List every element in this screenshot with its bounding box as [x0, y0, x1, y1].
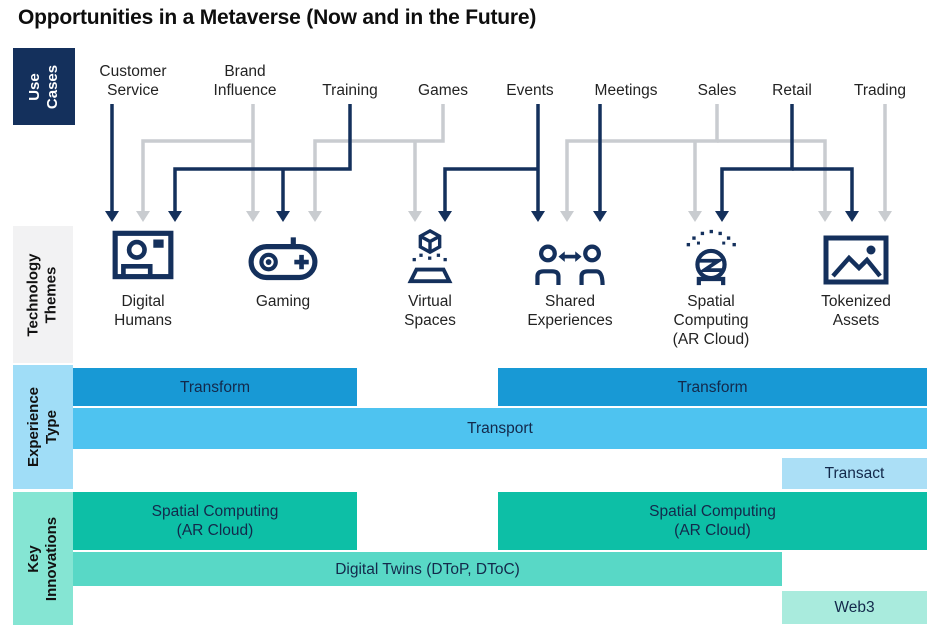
connection-brand-influence — [136, 104, 260, 222]
use-case-label-retail: Retail — [772, 82, 812, 99]
tokenized-assets-icon — [820, 226, 892, 286]
bar-spatial-computing-ar-cloud: Spatial Computing(AR Cloud) — [498, 492, 927, 550]
connection-sales — [560, 104, 832, 222]
connection-retail — [715, 104, 859, 222]
connection-events — [438, 104, 545, 222]
use-case-label-sales: Sales — [697, 82, 737, 99]
bar-transact: Transact — [782, 458, 927, 489]
connection-games — [308, 104, 445, 222]
shared-experiences-icon — [534, 226, 606, 286]
use-case-label-trading: Trading — [854, 82, 906, 99]
connection-training — [168, 104, 352, 222]
use-case-label-training: Training — [322, 82, 378, 99]
use-case-label-games: Games — [418, 82, 468, 99]
use-case-label-events: Events — [506, 82, 554, 99]
spatial-computing-icon — [675, 226, 747, 286]
bar-transform: Transform — [73, 368, 357, 406]
digital-humans-icon — [107, 226, 179, 286]
bar-transform: Transform — [498, 368, 927, 406]
theme-label-gaming: Gaming — [255, 293, 311, 310]
gaming-icon — [247, 226, 319, 286]
connection-customer-service — [105, 104, 119, 222]
use-case-label-meetings: Meetings — [594, 82, 658, 99]
bar-digital-twins-dtop-dtoc: Digital Twins (DToP, DToC) — [73, 552, 782, 586]
connection-meetings — [593, 104, 607, 222]
connector-arrows — [105, 104, 892, 222]
page-title: Opportunities in a Metaverse (Now and in… — [18, 6, 537, 29]
virtual-spaces-icon — [394, 226, 466, 286]
bar-spatial-computing-ar-cloud: Spatial Computing(AR Cloud) — [73, 492, 357, 550]
bar-web3: Web3 — [782, 591, 927, 624]
bar-transport: Transport — [73, 408, 927, 449]
connection-trading — [878, 104, 892, 222]
